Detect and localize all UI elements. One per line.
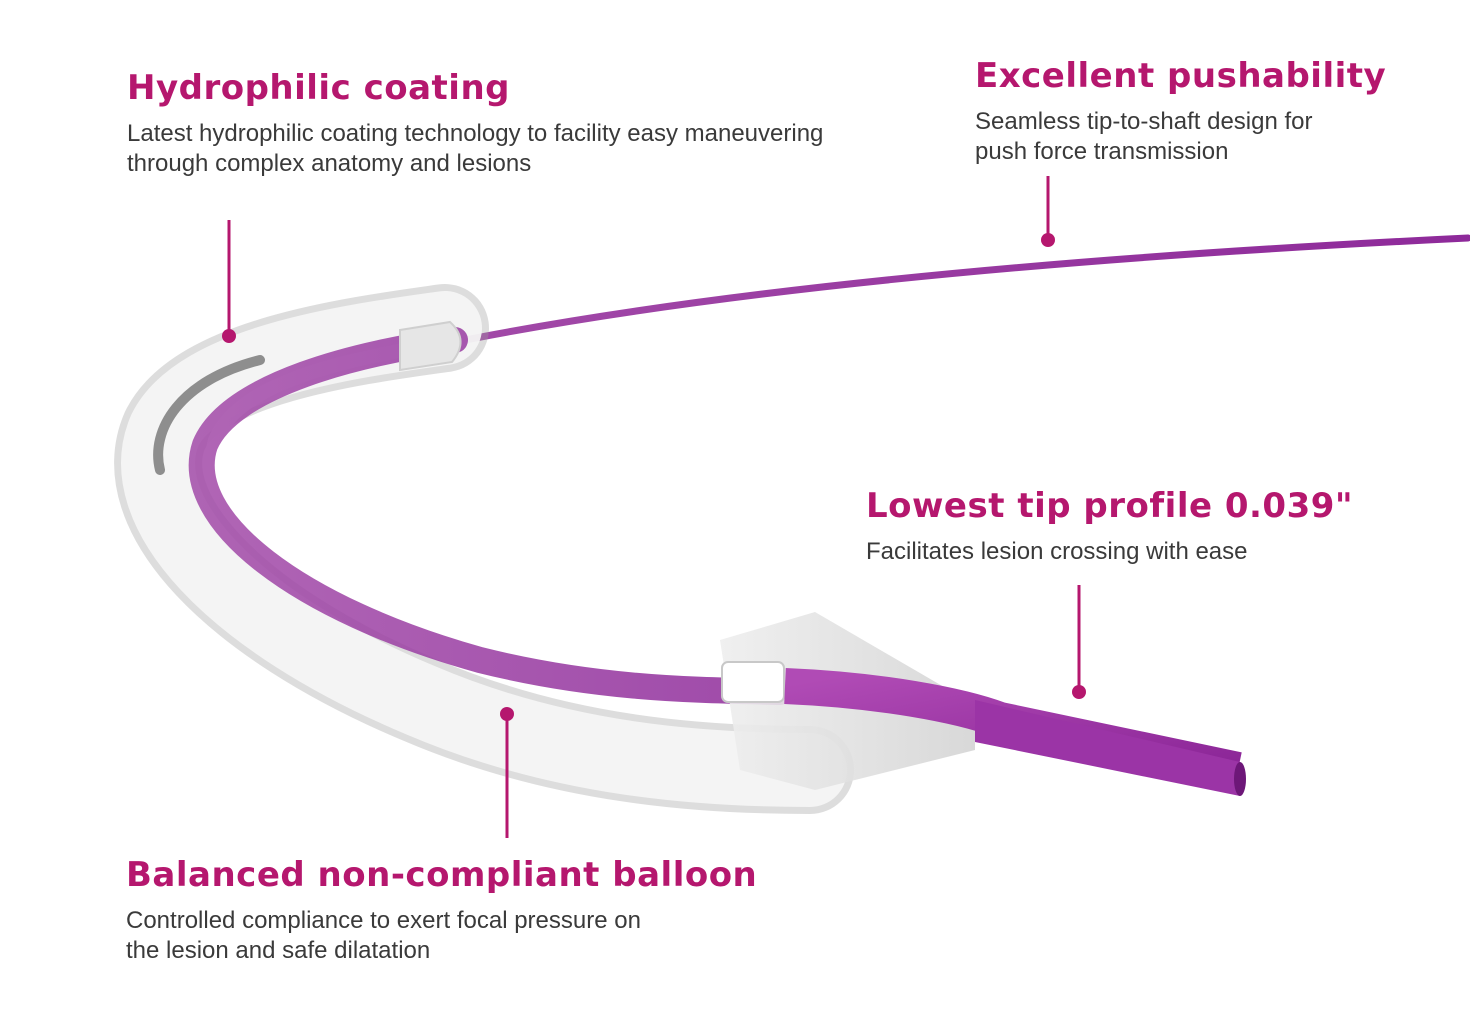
description-line: the lesion and safe dilatation [126,936,431,964]
callout-title: Balanced non-compliant balloon [126,855,758,895]
callout-balanced-balloon: Balanced non-compliant balloon Controlle… [126,855,926,966]
callout-lowest-tip-profile: Lowest tip profile 0.039" Facilitates le… [866,486,1426,567]
callout-title: Excellent pushability [975,56,1387,96]
balloon-proximal-neck [399,320,462,372]
leader-pushability [1041,176,1055,247]
callout-excellent-pushability: Excellent pushability Seamless tip-to-sh… [975,56,1455,167]
description-line: Seamless tip-to-shaft design for [975,107,1313,135]
description-line: Facilitates lesion crossing with ease [866,537,1248,565]
callout-description: Latest hydrophilic coating technology to… [127,119,927,179]
leader-balloon [500,707,514,838]
transparent-tube-body [121,291,847,807]
description-line: push force transmission [975,137,1229,165]
callout-description: Controlled compliance to exert focal pre… [126,906,926,966]
callout-description: Facilitates lesion crossing with ease [866,537,1426,567]
callout-hydrophilic-coating: Hydrophilic coating Latest hydrophilic c… [127,68,927,179]
leader-hydrophilic [222,220,236,343]
tapered-tip [975,700,1240,796]
catheter-shaft [436,234,1470,349]
callout-title: Lowest tip profile 0.039" [866,486,1354,526]
tip-opening [1234,762,1246,796]
leader-tip [1072,585,1086,699]
marker-band [721,661,785,703]
tube-shadow-edge [153,355,265,475]
description-line: Latest hydrophilic coating technology to… [127,119,824,147]
description-line: through complex anatomy and lesions [127,149,532,177]
description-line: Controlled compliance to exert focal pre… [126,906,641,934]
inner-lumen [188,327,793,705]
callout-title: Hydrophilic coating [127,68,510,108]
callout-description: Seamless tip-to-shaft design for push fo… [975,107,1455,167]
